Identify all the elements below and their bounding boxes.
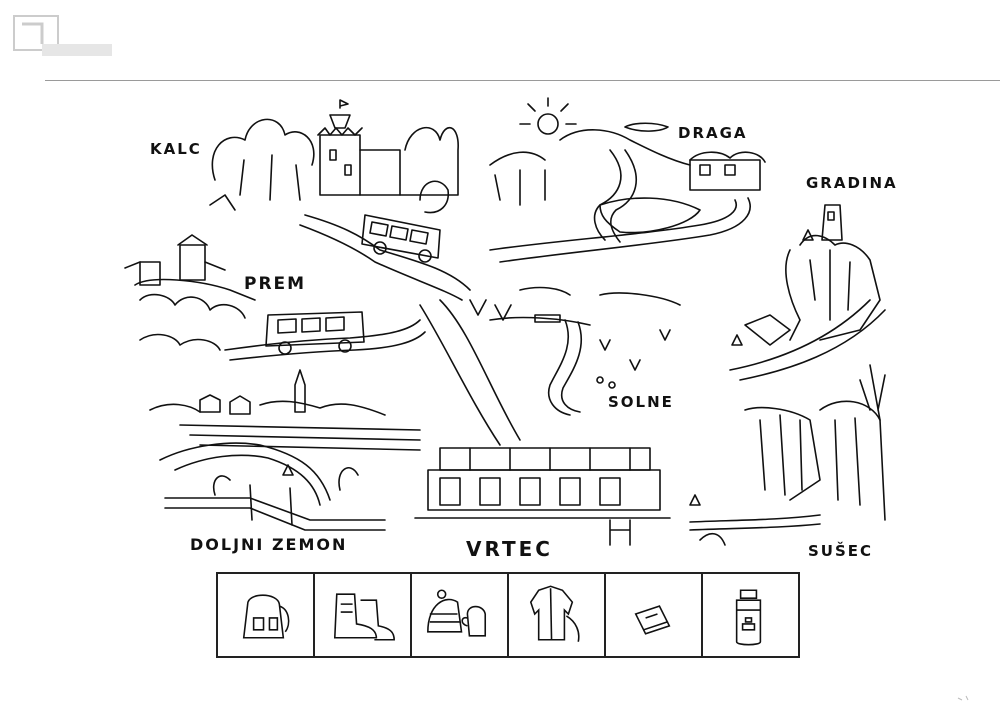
gradina-ruin-scene (731, 204, 881, 346)
label-susec: SUŠEC (808, 542, 874, 560)
equipment-cell-jacket[interactable] (509, 574, 606, 656)
road-network (159, 197, 886, 531)
label-prem: PREM (244, 274, 307, 294)
label-doljni-zemon: DOLJNI ZEMON (190, 535, 348, 554)
book-icon (634, 605, 671, 635)
equipment-cell-first-aid[interactable] (703, 574, 798, 656)
label-gradina: GRADINA (806, 174, 898, 192)
equipment-cell-backpack[interactable] (218, 574, 315, 656)
kalc-castle-scene (209, 99, 459, 214)
hat-and-mittens-icon (427, 589, 487, 637)
backpack-icon (242, 594, 290, 639)
label-solne: SOLNE (608, 393, 674, 411)
equipment-cell-book[interactable] (606, 574, 703, 656)
first-aid-bottle-icon (735, 589, 762, 646)
draga-scene (489, 97, 766, 243)
susec-waterfall-scene (689, 364, 886, 546)
equipment-cell-boots[interactable] (315, 574, 412, 656)
header-rule (45, 80, 1000, 81)
label-kalc: KALC (150, 140, 202, 158)
jacket-icon (529, 585, 580, 642)
prem-castle-scene (124, 234, 256, 351)
corner-logo-icon (13, 15, 112, 56)
doljni-zemon-village-scene (149, 369, 421, 531)
equipment-strip (216, 572, 800, 658)
hiking-boots-icon (333, 593, 395, 641)
equipment-cell-hat-mittens[interactable] (412, 574, 509, 656)
solne-meadow-scene (469, 286, 681, 416)
label-draga: DRAGA (678, 124, 748, 142)
vrtec-kindergarten-building (414, 447, 671, 546)
kalc-bus (361, 214, 441, 263)
prem-bus (265, 311, 365, 355)
label-vrtec: VRTEC (466, 537, 553, 561)
paper-speck-mark (957, 695, 969, 701)
